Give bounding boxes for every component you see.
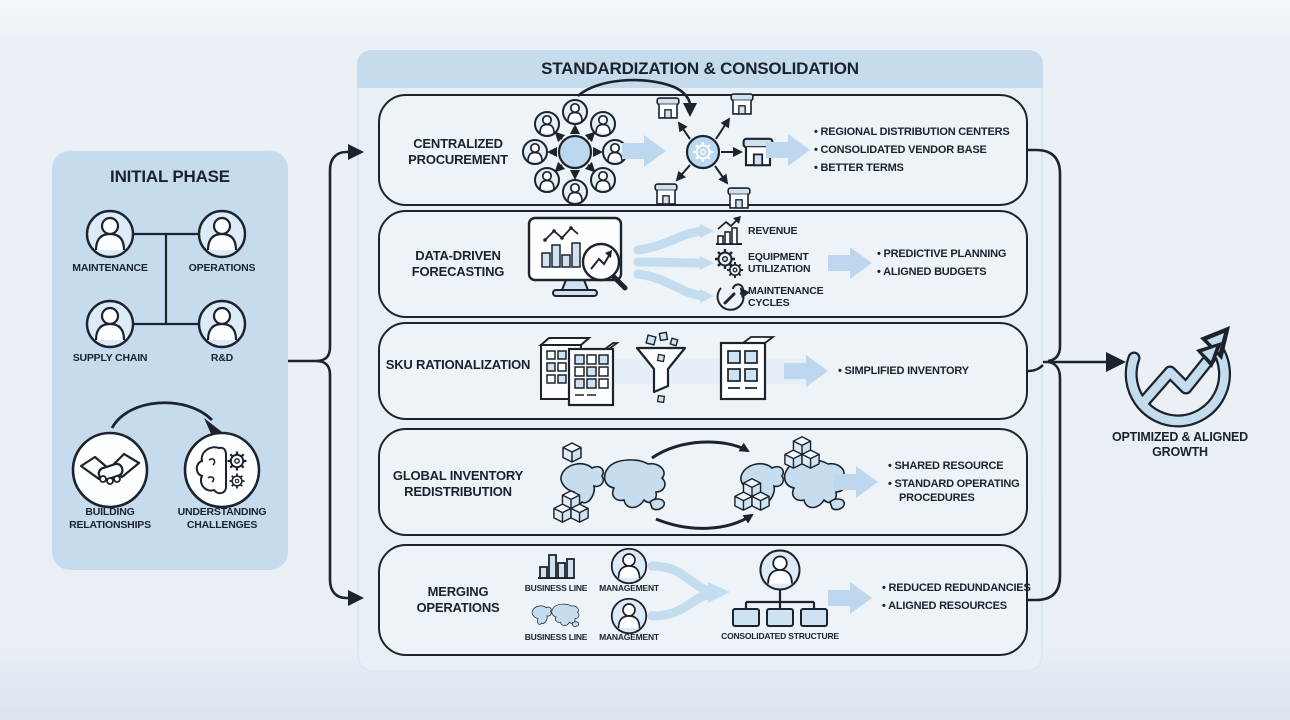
outcome-item: PREDICTIVE PLANNING bbox=[877, 247, 1037, 261]
initial-to-consolidation-connector bbox=[288, 150, 349, 600]
outcome-item: REDUCED REDUNDANCIES bbox=[882, 581, 1047, 595]
result-label: OPTIMIZED & ALIGNED GROWTH bbox=[1111, 430, 1248, 460]
role-label-operations: OPERATIONS bbox=[188, 262, 256, 274]
row-label-centralized-procurement: CENTRALIZED PROCUREMENT bbox=[408, 136, 508, 167]
stream-label-revenue: REVENUE bbox=[748, 225, 798, 237]
consolidated-structure-label: CONSOLIDATED STRUCTURE bbox=[721, 631, 839, 641]
row-label-sku-rationalization: SKU RATIONALIZATION bbox=[385, 357, 531, 372]
outcomes-centralized-procurement: REGIONAL DISTRIBUTION CENTERS CONSOLIDAT… bbox=[814, 125, 1032, 179]
outcome-item: REGIONAL DISTRIBUTION CENTERS bbox=[814, 125, 1032, 139]
stream-label-equipment-utilization: EQUIPMENT UTILIZATION bbox=[748, 251, 811, 275]
consolidation-panel-header bbox=[357, 50, 1043, 88]
outcomes-global-inventory: SHARED RESOURCE STANDARD OPERATING PROCE… bbox=[888, 459, 1033, 509]
outcomes-sku-rationalization: SIMPLIFIED INVENTORY bbox=[838, 364, 1018, 382]
initial-phase-title: INITIAL PHASE bbox=[110, 167, 230, 186]
role-label-supply-chain: SUPPLY CHAIN bbox=[72, 352, 148, 364]
outcomes-merging-operations: REDUCED REDUNDANCIES ALIGNED RESOURCES bbox=[882, 581, 1047, 617]
activity-label-understanding-challenges: UNDERSTANDING CHALLENGES bbox=[177, 506, 267, 531]
outcome-item: CONSOLIDATED VENDOR BASE bbox=[814, 143, 1032, 157]
input-label-management-1: MANAGEMENT bbox=[599, 583, 659, 593]
outcome-item: BETTER TERMS bbox=[814, 161, 1032, 175]
outcome-item: ALIGNED BUDGETS bbox=[877, 265, 1037, 279]
input-label-management-2: MANAGEMENT bbox=[599, 632, 659, 642]
outcome-item: STANDARD OPERATING PROCEDURES bbox=[888, 477, 1033, 505]
role-label-maintenance: MAINTENANCE bbox=[72, 262, 148, 274]
row-label-global-inventory-redistribution: GLOBAL INVENTORY REDISTRIBUTION bbox=[392, 468, 524, 499]
input-label-business-line-1: BUSINESS LINE bbox=[524, 583, 588, 593]
row-label-data-driven-forecasting: DATA-DRIVEN FORECASTING bbox=[411, 248, 505, 279]
outcome-item: SHARED RESOURCE bbox=[888, 459, 1033, 473]
growth-cycle-icon bbox=[1124, 326, 1232, 428]
row-label-merging-operations: MERGING OPERATIONS bbox=[416, 584, 500, 615]
outcomes-data-driven-forecasting: PREDICTIVE PLANNING ALIGNED BUDGETS bbox=[877, 247, 1037, 283]
activity-label-building-relationships: BUILDING RELATIONSHIPS bbox=[69, 506, 151, 531]
outcome-item: ALIGNED RESOURCES bbox=[882, 599, 1047, 613]
role-label-rnd: R&D bbox=[210, 352, 234, 364]
input-label-business-line-2: BUSINESS LINE bbox=[524, 632, 588, 642]
outcome-item: SIMPLIFIED INVENTORY bbox=[838, 364, 1018, 378]
stream-label-maintenance-cycles: MAINTENANCE CYCLES bbox=[748, 285, 824, 309]
consolidation-title: STANDARDIZATION & CONSOLIDATION bbox=[541, 59, 859, 78]
